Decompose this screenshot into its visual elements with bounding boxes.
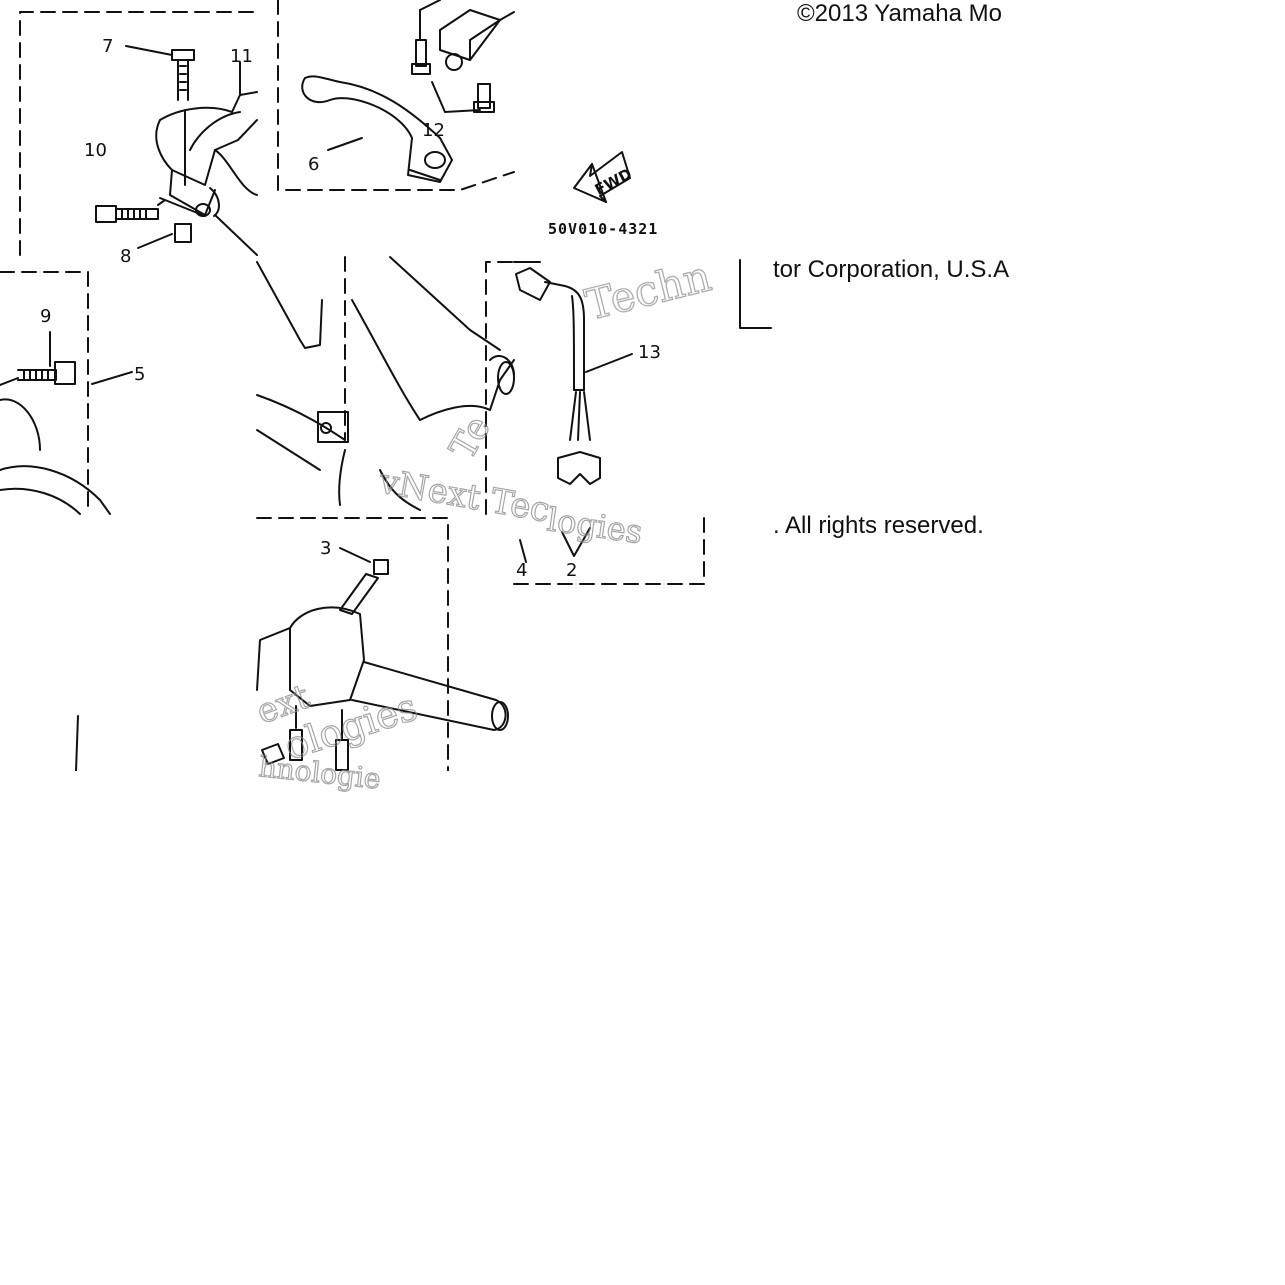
part-label-6: 6 [308, 154, 319, 175]
watermark-fragment-7: Te [442, 409, 499, 466]
part-label-7: 7 [102, 36, 113, 57]
part-label-3: 3 [320, 538, 331, 559]
bottom-left-fragment [75, 715, 79, 772]
watermark-fragment-2: vNext Tec [375, 461, 552, 530]
clutch-holder-group [19, 11, 258, 256]
left-bracket-group [0, 271, 133, 515]
part-label-9: 9 [40, 306, 51, 327]
copyright-fragment-top: ©2013 Yamaha Mo [797, 0, 1002, 27]
fwd-arrow [573, 151, 631, 203]
copyright-fragment-bottom: . All rights reserved. [773, 512, 984, 539]
copyright-fragment-middle: tor Corporation, U.S.A [773, 256, 1010, 283]
part-label-13: 13 [638, 342, 661, 363]
part-label-10: 10 [84, 140, 107, 161]
watermark-fragment-3: logies [545, 500, 645, 551]
part-label-12: 12 [422, 120, 445, 141]
part-label-11: 11 [230, 46, 253, 67]
switch-housing-group [256, 517, 509, 772]
lower-callout-group [513, 513, 705, 585]
brake-lever-group [277, 0, 515, 191]
drawing-code: 50V010-4321 [548, 220, 658, 238]
switch-harness-group [485, 259, 772, 515]
part-label-2: 2 [566, 560, 577, 581]
handlebar-frame-group [256, 256, 515, 511]
part-label-8: 8 [120, 246, 131, 267]
part-label-4: 4 [516, 560, 527, 581]
part-label-5: 5 [134, 364, 145, 385]
watermark-fragment-1: Techn [581, 251, 716, 329]
